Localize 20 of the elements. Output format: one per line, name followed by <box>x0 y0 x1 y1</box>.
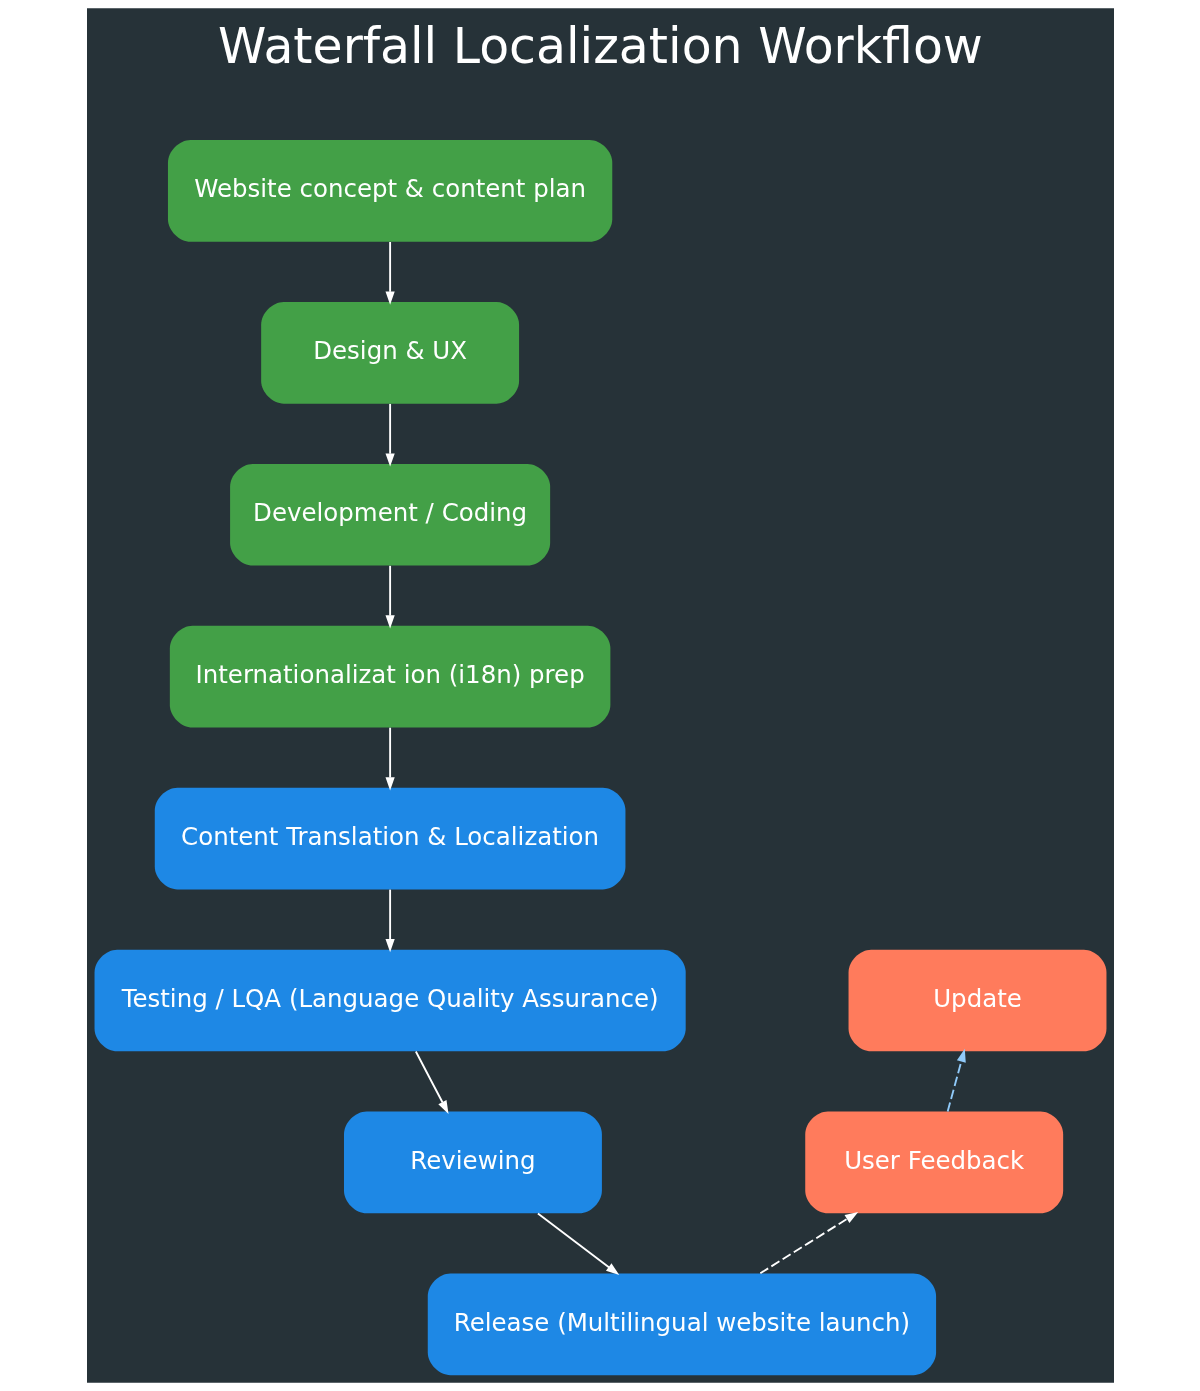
arrow <box>536 1212 619 1275</box>
arrow <box>385 402 395 467</box>
arrow <box>414 1050 449 1114</box>
node-box: Reviewing <box>343 1111 602 1214</box>
node-box: Development / Coding <box>229 463 550 566</box>
node-box: Testing / LQA (Language Quality Assurance) <box>94 949 686 1052</box>
diagram-title: Waterfall Localization Workflow <box>217 17 983 75</box>
node-box: Release (Multilingual website launch) <box>427 1273 936 1376</box>
node-box: Internationalizat ion (i18n) prep <box>169 625 610 728</box>
arrow <box>946 1048 966 1113</box>
arrow <box>385 726 395 791</box>
arrow <box>385 564 395 629</box>
arrow <box>385 888 395 953</box>
node-box: User Feedback <box>804 1111 1063 1214</box>
arrow <box>758 1211 858 1275</box>
node-box: Design & UX <box>260 302 519 404</box>
node-box: Update <box>848 949 1106 1052</box>
arrow <box>385 241 395 305</box>
node-box: Content Translation & Localization <box>154 787 625 890</box>
node-box: Website concept & content plan <box>167 140 612 242</box>
